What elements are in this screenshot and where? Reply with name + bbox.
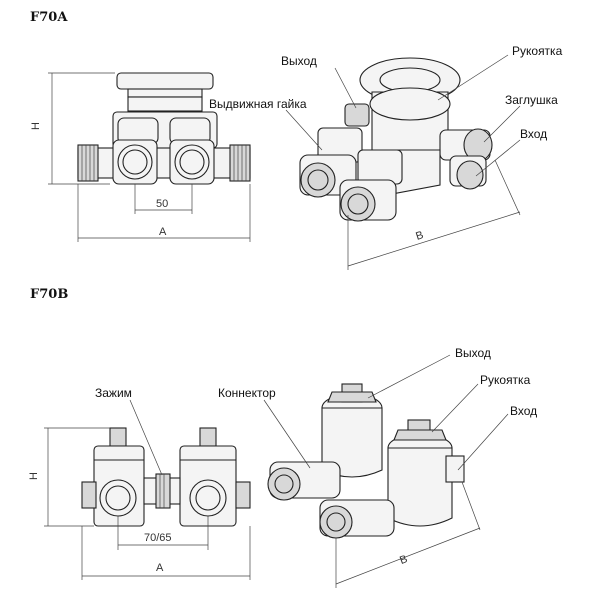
label-outlet-f70b: Выход	[455, 346, 491, 360]
f70a-isometric-view	[285, 54, 521, 270]
label-inlet-f70b: Вход	[510, 404, 538, 418]
f70a-front-view	[48, 72, 251, 242]
dim-width-f70b: A	[156, 562, 164, 574]
section-title-f70b: F70B	[30, 287, 69, 302]
label-extendable-nut: Выдвижная гайка	[209, 97, 307, 111]
label-handle-f70b: Рукоятка	[480, 373, 531, 387]
label-outlet-f70a: Выход	[281, 54, 317, 68]
label-clamp: Зажим	[95, 386, 132, 400]
dim-spacing-f70b: 70/65	[144, 532, 172, 544]
label-handle-f70a: Рукоятка	[512, 44, 563, 58]
label-plug: Заглушка	[505, 93, 558, 107]
dim-height-f70b: H	[27, 472, 40, 480]
dim-spacing-f70a: 50	[156, 198, 169, 210]
label-inlet-f70a: Вход	[520, 127, 548, 141]
label-connector: Коннектор	[218, 386, 276, 400]
dim-width-f70a: A	[159, 226, 167, 238]
f70b-isometric-view	[263, 354, 509, 588]
dim-height-f70a: H	[29, 122, 42, 130]
section-title-f70a: F70A	[30, 10, 68, 25]
f70b-front-view	[44, 399, 251, 580]
